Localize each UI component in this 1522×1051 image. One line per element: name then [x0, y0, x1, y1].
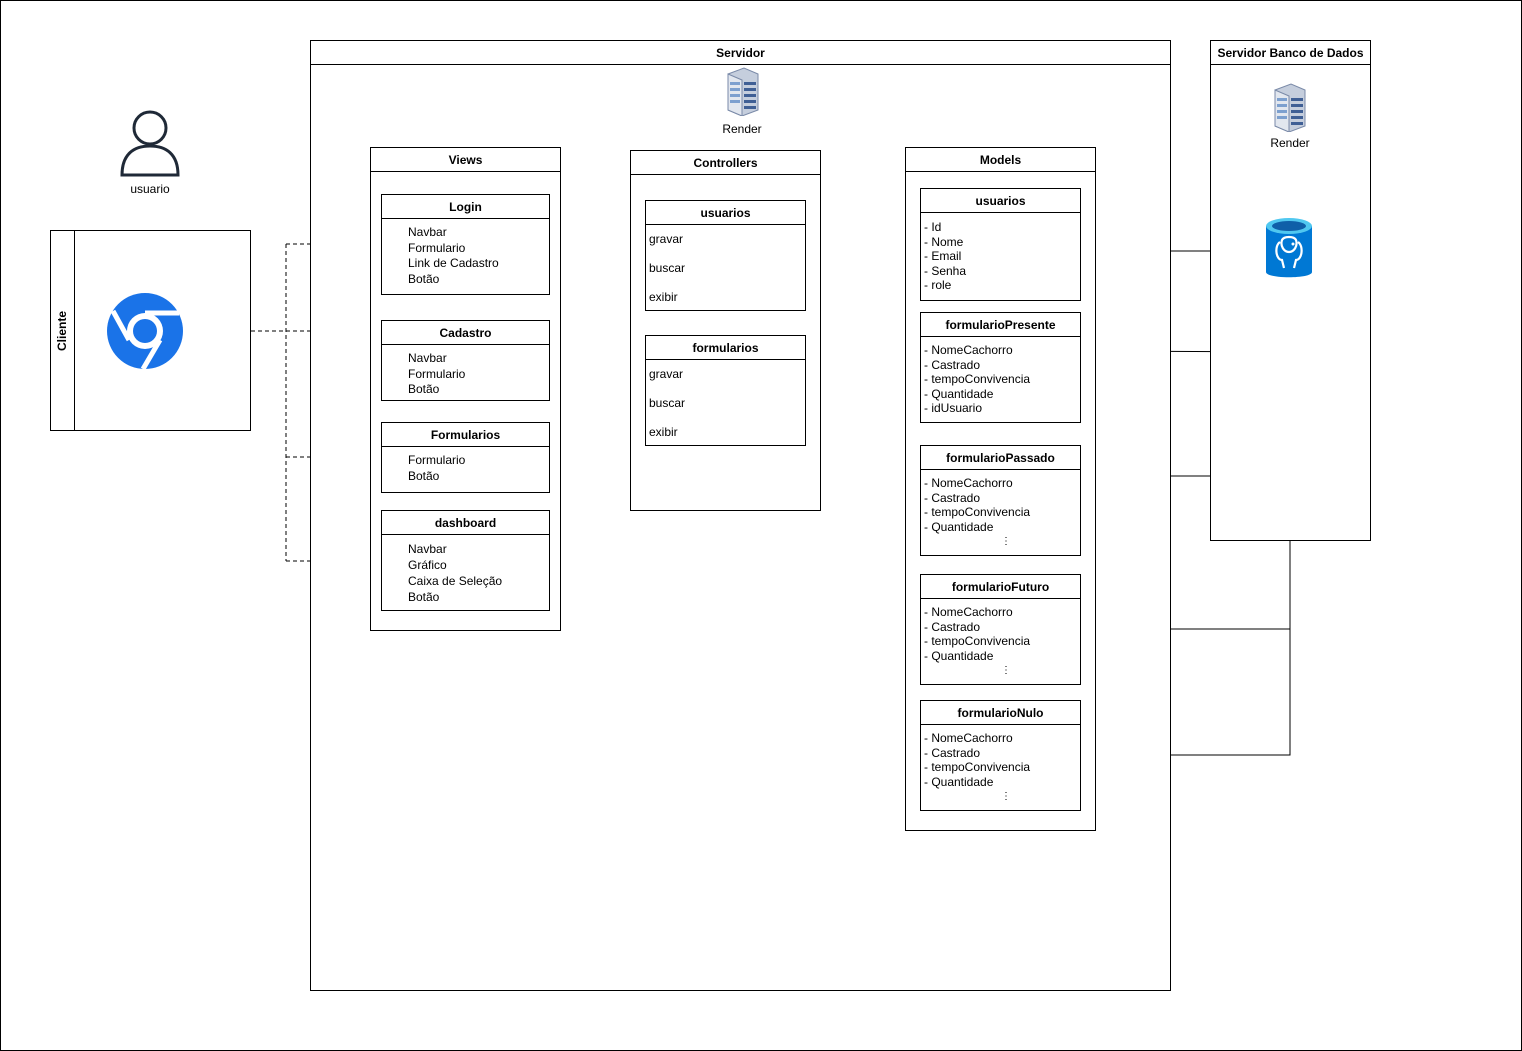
model-name: formularioFuturo: [921, 575, 1080, 599]
model-formularioFuturo[interactable]: formularioFuturo - NomeCachorro - Castra…: [920, 574, 1081, 685]
model-field: - Castrado: [924, 745, 981, 760]
user-icon: [116, 108, 184, 178]
chrome-icon[interactable]: [105, 291, 185, 371]
model-field: - role: [924, 278, 952, 293]
model-field: - NomeCachorro: [924, 605, 1013, 619]
model-field: - Quantidade: [924, 774, 994, 789]
model-field: - tempoConvivencia: [924, 372, 1031, 387]
view-name: Formularios: [382, 423, 549, 447]
view-line: Caixa de Seleção: [408, 574, 503, 588]
model-field: - Quantidade: [924, 386, 994, 401]
client-title: Cliente: [55, 311, 69, 352]
model-formularioPresente[interactable]: formularioPresente - NomeCachorro - Cast…: [920, 312, 1081, 423]
view-formularios[interactable]: Formularios Formulario Botão: [381, 422, 550, 493]
controller-op[interactable]: buscar: [649, 396, 686, 410]
controller-op[interactable]: gravar: [649, 367, 684, 381]
controller-formularios[interactable]: formularios gravar buscar exibir: [645, 335, 806, 446]
model-formularioPassado[interactable]: formularioPassado - NomeCachorro - Castr…: [920, 445, 1081, 556]
view-line: Gráfico: [408, 558, 447, 572]
client-container: Cliente: [50, 230, 251, 431]
model-field: - NomeCachorro: [924, 731, 1013, 745]
view-line: Navbar: [408, 542, 447, 556]
view-line: Botão: [408, 468, 440, 483]
view-cadastro[interactable]: Cadastro Navbar Formulario Botão: [381, 320, 550, 401]
model-field: - tempoConvivencia: [924, 505, 1031, 520]
model-formularioNulo[interactable]: formularioNulo - NomeCachorro - Castrado…: [920, 700, 1081, 811]
model-field: - Castrado: [924, 619, 981, 634]
view-line: Botão: [408, 382, 440, 396]
model-usuarios[interactable]: usuarios - Id - Nome - Email - Senha - r…: [920, 188, 1081, 301]
server-icon: [724, 66, 762, 117]
model-name: formularioPresente: [921, 313, 1080, 337]
model-field: - tempoConvivencia: [924, 760, 1031, 775]
view-line: Navbar: [408, 351, 447, 365]
ellipsis-icon: ⋮: [1001, 791, 1011, 802]
model-field: - Quantidade: [924, 519, 994, 534]
views-title: Views: [371, 148, 560, 172]
model-field: - idUsuario: [924, 401, 983, 416]
model-field: - Id: [924, 220, 942, 234]
models-title: Models: [906, 148, 1095, 172]
controller-usuarios[interactable]: usuarios gravar buscar exibir: [645, 200, 806, 311]
view-line: Formulario: [408, 366, 466, 381]
view-line: Formulario: [408, 453, 466, 467]
user-label: usuario: [130, 182, 170, 196]
model-field: - Senha: [924, 263, 967, 278]
model-name: formularioNulo: [921, 701, 1080, 725]
db-server-icon: [1271, 82, 1309, 133]
model-field: - Email: [924, 249, 962, 264]
controller-op[interactable]: exibir: [649, 425, 678, 439]
view-login[interactable]: Login Navbar Formulario Link de Cadastro…: [381, 194, 550, 295]
view-name: Login: [382, 195, 549, 219]
model-field: - Castrado: [924, 490, 981, 505]
ellipsis-icon: ⋮: [1001, 665, 1011, 676]
model-field: - Quantidade: [924, 648, 994, 663]
controller-op[interactable]: buscar: [649, 261, 686, 275]
model-field: - Castrado: [924, 357, 981, 372]
postgresql-database-icon[interactable]: [1264, 216, 1314, 282]
client-header: [51, 231, 75, 430]
view-line: Botão: [408, 590, 440, 604]
view-dashboard[interactable]: dashboard Navbar Gráfico Caixa de Seleçã…: [381, 510, 550, 611]
model-field: - NomeCachorro: [924, 476, 1013, 490]
controller-op[interactable]: gravar: [649, 232, 684, 246]
view-line: Link de Cadastro: [408, 256, 499, 270]
model-name: usuarios: [921, 189, 1080, 213]
model-field: - NomeCachorro: [924, 343, 1013, 357]
view-name: Cadastro: [382, 321, 549, 345]
model-name: formularioPassado: [921, 446, 1080, 470]
server-host-label: Render: [722, 122, 762, 136]
view-line: Navbar: [408, 225, 447, 239]
controllers-title: Controllers: [631, 151, 820, 175]
model-field: - Nome: [924, 234, 964, 249]
view-line: Botão: [408, 271, 440, 286]
db-server-host-label: Render: [1270, 136, 1310, 150]
ellipsis-icon: ⋮: [1001, 536, 1011, 547]
controller-op[interactable]: exibir: [649, 290, 678, 304]
view-name: dashboard: [382, 511, 549, 535]
db-server-title: Servidor Banco de Dados: [1211, 41, 1370, 65]
model-field: - tempoConvivencia: [924, 634, 1031, 649]
server-title: Servidor: [311, 41, 1170, 65]
view-line: Formulario: [408, 240, 466, 255]
controller-name: usuarios: [646, 201, 805, 225]
controller-name: formularios: [646, 336, 805, 360]
